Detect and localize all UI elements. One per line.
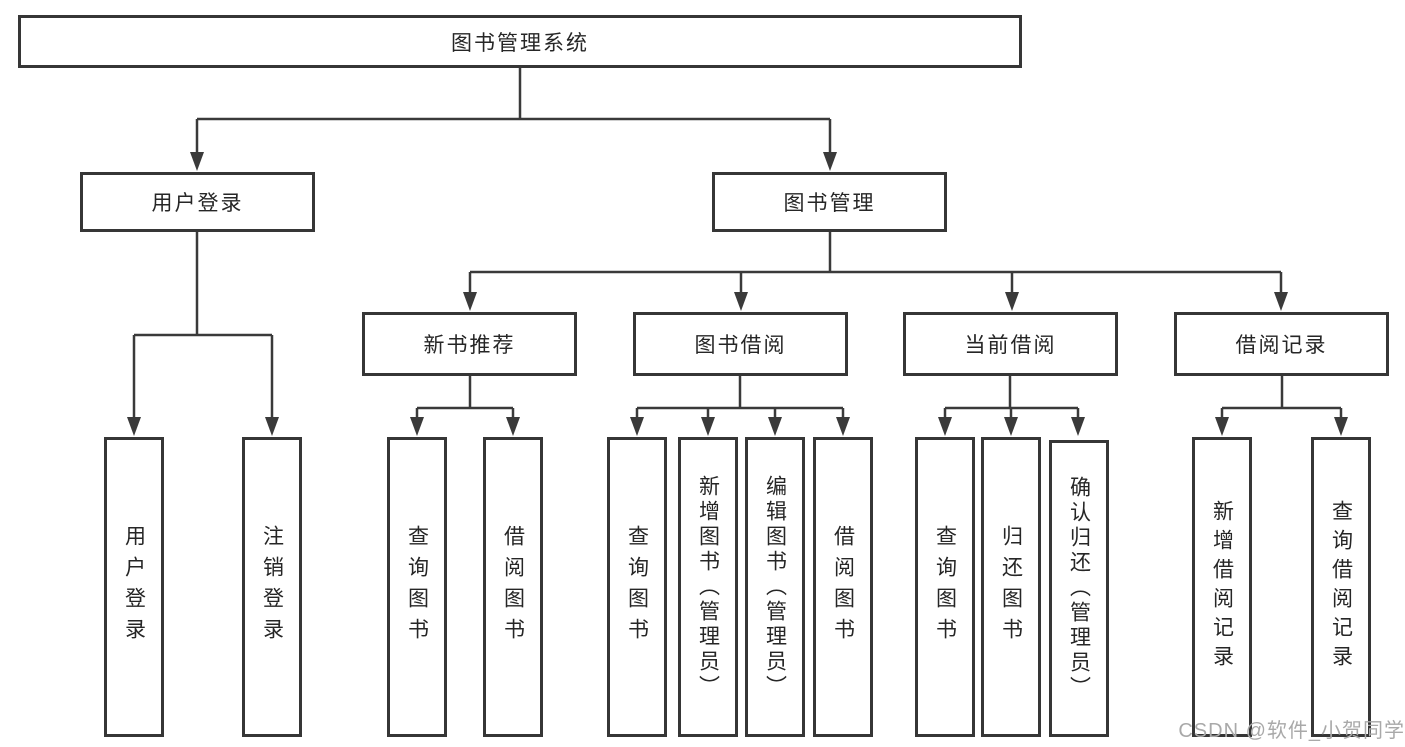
node-new-book-recommend: 新书推荐 <box>362 312 577 376</box>
leaf-query-books-current: 查询图书 <box>915 437 975 737</box>
arrowheads <box>127 152 1348 436</box>
node-book-management: 图书管理 <box>712 172 947 232</box>
leaf-borrow-books-recommend: 借阅图书 <box>483 437 543 737</box>
leaf-return-books: 归还图书 <box>981 437 1041 737</box>
node-book-borrowing: 图书借阅 <box>633 312 848 376</box>
leaf-edit-books-admin: 编辑图书（管理员） <box>745 437 805 737</box>
node-borrow-records: 借阅记录 <box>1174 312 1389 376</box>
leaf-query-books-borrowing: 查询图书 <box>607 437 667 737</box>
leaf-borrow-books: 借阅图书 <box>813 437 873 737</box>
leaf-query-books-recommend: 查询图书 <box>387 437 447 737</box>
leaf-add-books-admin: 新增图书（管理员） <box>678 437 738 737</box>
leaf-query-borrow-record: 查询借阅记录 <box>1311 437 1371 737</box>
csdn-watermark: CSDN @软件_小贺同学 <box>1178 720 1405 742</box>
node-user-login: 用户登录 <box>80 172 315 232</box>
node-root-library-management-system: 图书管理系统 <box>18 15 1022 68</box>
leaf-user-login: 用户登录 <box>104 437 164 737</box>
node-current-borrowing: 当前借阅 <box>903 312 1118 376</box>
leaf-confirm-return-admin: 确认归还（管理员） <box>1049 440 1109 737</box>
leaf-add-borrow-record: 新增借阅记录 <box>1192 437 1252 737</box>
leaf-logout: 注销登录 <box>242 437 302 737</box>
